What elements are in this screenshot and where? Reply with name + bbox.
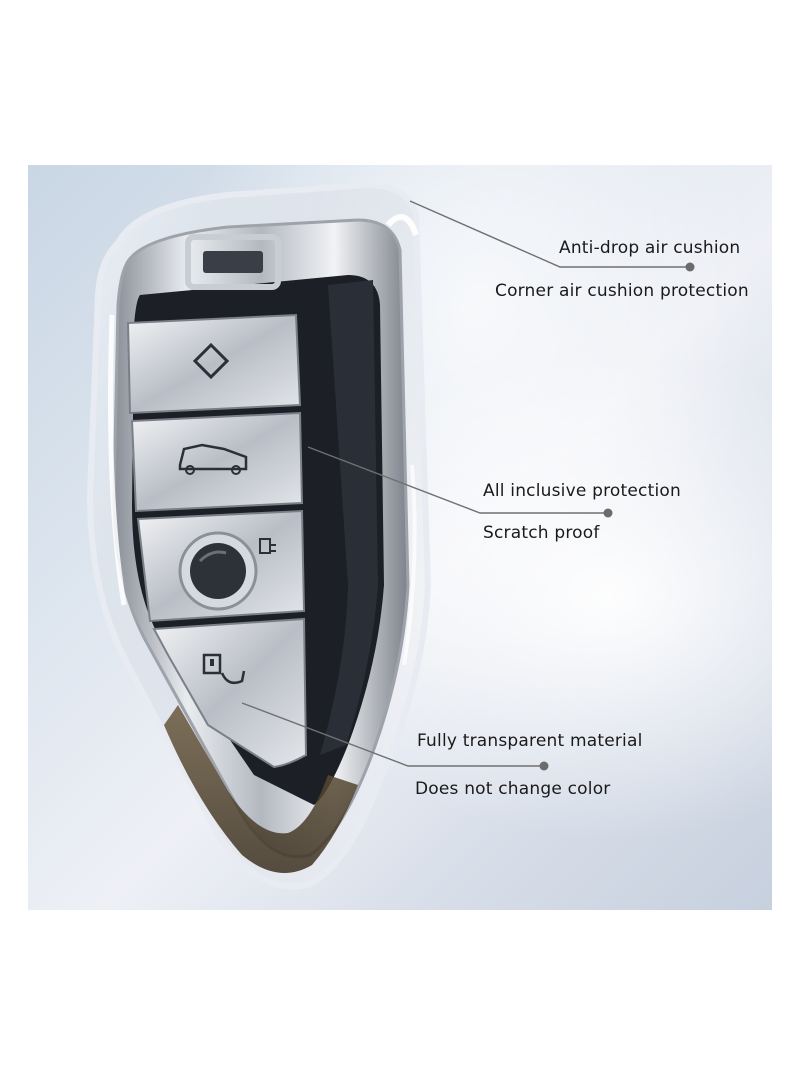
callout-2-subtitle: Scratch proof [483, 523, 600, 543]
button-trunk [130, 411, 304, 513]
light-button-icon [178, 531, 258, 611]
leader-line-1 [409, 200, 690, 268]
callout-1-title: Anti-drop air cushion [559, 238, 741, 258]
leader-line-3 [241, 702, 544, 767]
product-photo [28, 165, 772, 910]
leader-dot-2 [603, 508, 613, 518]
callout-leader-lines [241, 200, 695, 771]
leader-dot-1 [685, 262, 695, 272]
light-icon [259, 538, 276, 554]
leader-dot-3 [539, 761, 549, 771]
callout-2-title: All inclusive protection [483, 481, 681, 501]
callout-3-subtitle: Does not change color [415, 779, 611, 799]
button-unlock [152, 617, 308, 769]
leader-line-2 [307, 446, 608, 514]
callout-1-subtitle: Corner air cushion protection [495, 281, 749, 301]
key-fob-case-illustration [86, 181, 432, 890]
trunk-car-icon [178, 443, 248, 475]
callout-3-title: Fully transparent material [417, 731, 643, 751]
door-unlock-icon [202, 653, 246, 684]
lock-diamond-icon [192, 342, 230, 380]
key-ring-slot [185, 234, 281, 290]
button-lock [126, 313, 302, 415]
